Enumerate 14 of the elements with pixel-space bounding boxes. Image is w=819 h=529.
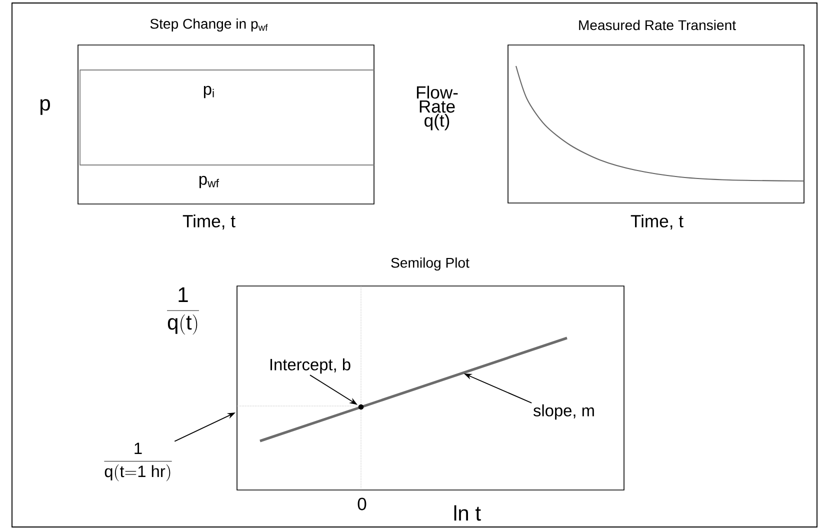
annotation-text: Intercept, b xyxy=(270,358,350,374)
axis-label: Flow-Rate q(t) xyxy=(416,86,458,130)
axis-value-label: $\frac{\mathrm{1}}{\mathrm{q(t{=}1\ hr)}}$ xyxy=(104,442,172,482)
intercept-point xyxy=(358,404,364,410)
tick-label: 0 xyxy=(358,498,366,510)
annotation-text: slope, m xyxy=(533,404,594,420)
curve-label: p$_{wf}$ xyxy=(199,176,220,188)
curve-label: p$_{i}$ xyxy=(204,86,214,98)
axis-label: $\frac{\mathrm{1}}{\mathrm{q(t)}}$ xyxy=(167,287,199,335)
axis-label: ln t xyxy=(454,505,481,521)
plot-title: Measured Rate Transient xyxy=(579,20,736,30)
axis-label: p xyxy=(40,99,50,115)
plot-title: Step Change in p$_{wf}$ xyxy=(150,18,268,32)
plot-title: Semilog Plot xyxy=(391,257,470,271)
